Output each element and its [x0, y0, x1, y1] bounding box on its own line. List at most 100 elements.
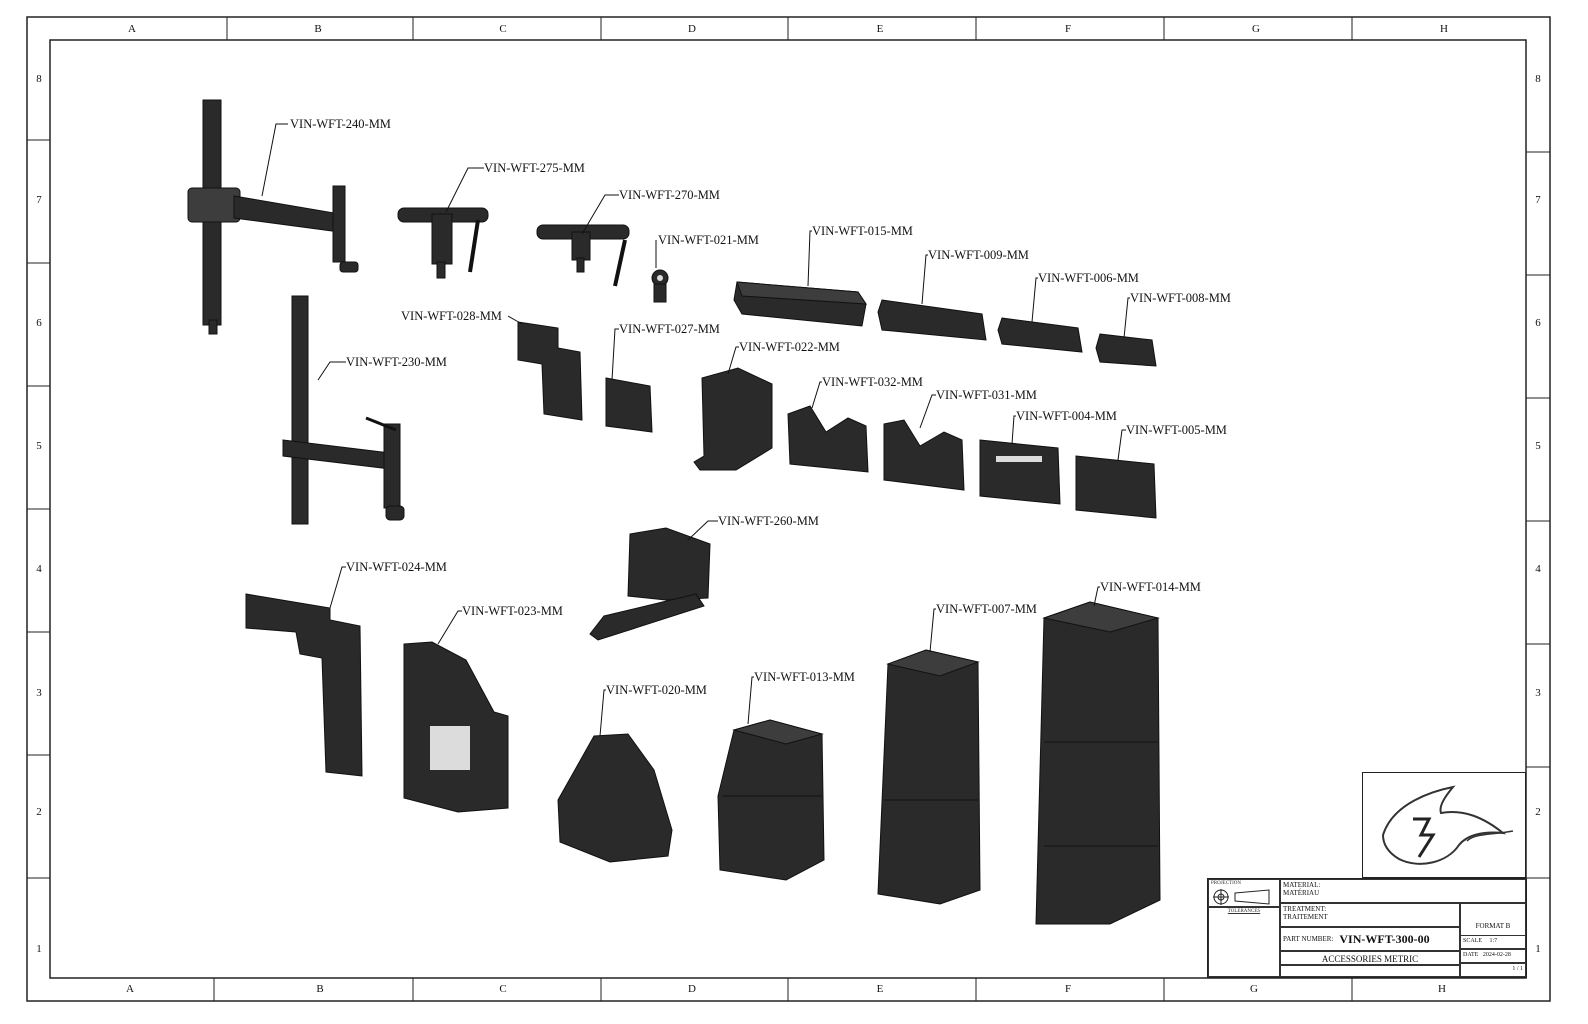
- callout-vin-wft-270: VIN-WFT-270-MM: [619, 188, 720, 202]
- part-005-block: [1075, 455, 1157, 519]
- treatment-cell: TREATMENT: TRAITEMENT: [1280, 903, 1460, 927]
- callout-vin-wft-031: VIN-WFT-031-MM: [936, 388, 1037, 402]
- zone-top-b: B: [314, 23, 321, 35]
- part-028-plate: [517, 321, 583, 421]
- part-004-block: [979, 439, 1061, 505]
- zone-right-3: 3: [1535, 687, 1541, 699]
- zone-bottom-c: C: [499, 983, 506, 995]
- projection-cell: PROJECTION: [1208, 879, 1280, 907]
- zone-right-1: 1: [1535, 943, 1541, 955]
- callout-vin-wft-014: VIN-WFT-014-MM: [1100, 580, 1201, 594]
- treatment-label-en: TREATMENT:: [1283, 905, 1327, 913]
- description-cell: ACCESSORIES METRIC: [1280, 951, 1460, 965]
- zone-dividers: [27, 17, 1550, 1001]
- zone-bottom-h: H: [1438, 983, 1446, 995]
- part-number-label: PART NUMBER:: [1283, 935, 1334, 943]
- scale-cell: SCALE 1:7: [1460, 935, 1526, 949]
- callout-vin-wft-032: VIN-WFT-032-MM: [822, 375, 923, 389]
- part-024-plate: [245, 593, 363, 777]
- part-260-bracket: [589, 527, 711, 641]
- zone-left-1: 1: [36, 943, 42, 955]
- part-027-plate: [605, 377, 653, 433]
- zone-top-a: A: [128, 23, 136, 35]
- zone-left-2: 2: [36, 806, 42, 818]
- part-015-angle: [733, 281, 867, 327]
- zone-top-h: H: [1440, 23, 1448, 35]
- zone-bottom-d: D: [688, 983, 696, 995]
- part-020-bracket: [557, 733, 673, 863]
- scale-label: SCALE: [1463, 938, 1483, 944]
- part-240-bar-clamp: [187, 99, 359, 335]
- part-006-angle: [997, 317, 1083, 353]
- part-number-value: VIN-WFT-300-00: [1339, 932, 1430, 946]
- zone-right-8: 8: [1535, 73, 1541, 85]
- callout-vin-wft-021: VIN-WFT-021-MM: [658, 233, 759, 247]
- zone-left-8: 8: [36, 73, 42, 85]
- zone-bottom-b: B: [316, 983, 323, 995]
- zone-right-2: 2: [1535, 806, 1541, 818]
- zone-top-g: G: [1252, 23, 1260, 35]
- tolerances-cell: TOLERANCES: [1208, 907, 1280, 977]
- date-value: 2024-02-28: [1482, 952, 1511, 958]
- zone-top-d: D: [688, 23, 696, 35]
- logo-icon: [1381, 785, 1514, 865]
- projection-icon: [1213, 889, 1270, 905]
- date-label: DATE: [1463, 952, 1479, 958]
- zone-left-6: 6: [36, 317, 42, 329]
- callout-vin-wft-005: VIN-WFT-005-MM: [1126, 423, 1227, 437]
- part-008-angle: [1095, 333, 1157, 367]
- callout-vin-wft-020: VIN-WFT-020-MM: [606, 683, 707, 697]
- company-logo: [1362, 772, 1526, 878]
- zone-right-7: 7: [1535, 194, 1541, 206]
- zone-bottom-a: A: [126, 983, 134, 995]
- callout-vin-wft-013: VIN-WFT-013-MM: [754, 670, 855, 684]
- part-023-gusset: [403, 641, 509, 813]
- projection-label: PROJECTION: [1211, 881, 1242, 886]
- material-label-en: MATERIAL:: [1283, 881, 1321, 889]
- title-block: PROJECTION TOLERANCES MATERIAL: MATÉRIAU…: [1207, 878, 1527, 978]
- treatment-label-fr: TRAITEMENT: [1283, 913, 1328, 921]
- zone-top-c: C: [499, 23, 506, 35]
- zone-bottom-e: E: [877, 983, 884, 995]
- zone-left-4: 4: [36, 563, 42, 575]
- part-230-clamp: [282, 295, 405, 525]
- callout-vin-wft-027: VIN-WFT-027-MM: [619, 322, 720, 336]
- date-cell: DATE 2024-02-28: [1460, 949, 1526, 963]
- zone-bottom-g: G: [1250, 983, 1258, 995]
- tolerances-label: TOLERANCES: [1227, 909, 1261, 914]
- callout-vin-wft-024: VIN-WFT-024-MM: [346, 560, 447, 574]
- callout-vin-wft-006: VIN-WFT-006-MM: [1038, 271, 1139, 285]
- zone-bottom-f: F: [1065, 983, 1071, 995]
- callout-vin-wft-028: VIN-WFT-028-MM: [401, 309, 502, 323]
- callout-vin-wft-022: VIN-WFT-022-MM: [739, 340, 840, 354]
- format-label: FORMAT B: [1475, 922, 1511, 930]
- zone-left-7: 7: [36, 194, 42, 206]
- part-007-cube: [877, 649, 981, 905]
- material-cell: MATERIAL: MATÉRIAU: [1280, 879, 1526, 903]
- callout-vin-wft-008: VIN-WFT-008-MM: [1130, 291, 1231, 305]
- part-009-angle: [877, 299, 987, 341]
- part-031-v-block: [883, 419, 965, 491]
- zone-top-e: E: [877, 23, 884, 35]
- material-label-fr: MATÉRIAU: [1283, 889, 1320, 897]
- scale-value: 1:7: [1489, 938, 1498, 944]
- approval-cell: [1280, 965, 1460, 977]
- callout-vin-wft-275: VIN-WFT-275-MM: [484, 161, 585, 175]
- zone-top-f: F: [1065, 23, 1071, 35]
- part-032-v-block: [787, 405, 869, 473]
- zone-right-4: 4: [1535, 563, 1541, 575]
- zone-left-5: 5: [36, 440, 42, 452]
- part-number-cell: PART NUMBER: VIN-WFT-300-00: [1280, 927, 1460, 951]
- zone-left-3: 3: [36, 687, 42, 699]
- part-021-eye-bolt: [651, 269, 669, 303]
- callout-vin-wft-240: VIN-WFT-240-MM: [290, 117, 391, 131]
- zone-right-5: 5: [1535, 440, 1541, 452]
- part-270-clamp: [536, 224, 630, 287]
- callout-vin-wft-004: VIN-WFT-004-MM: [1016, 409, 1117, 423]
- callout-vin-wft-007: VIN-WFT-007-MM: [936, 602, 1037, 616]
- part-013-cube: [717, 719, 825, 881]
- part-014-cube-tall: [1035, 601, 1161, 925]
- part-022-bracket: [693, 367, 773, 471]
- callout-vin-wft-023: VIN-WFT-023-MM: [462, 604, 563, 618]
